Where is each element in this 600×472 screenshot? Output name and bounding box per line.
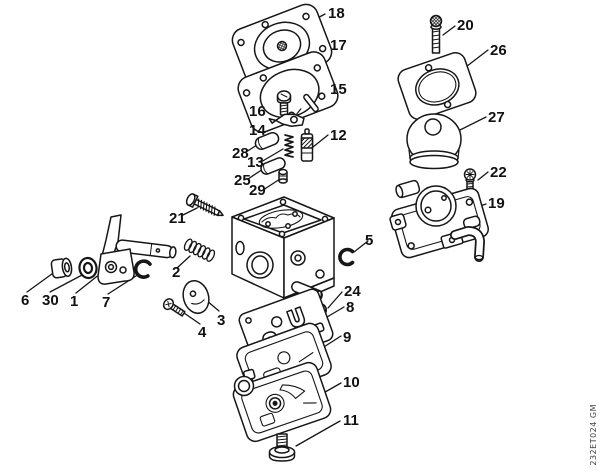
- callout-29: 29: [249, 182, 266, 199]
- callout-25: 25: [234, 172, 251, 189]
- part-10-pump-boss: [233, 368, 256, 397]
- part-2-spring: [183, 238, 216, 262]
- part-19-pump-body: [389, 179, 490, 262]
- part-3-throttle-plate: [182, 280, 210, 314]
- callout-18: 18: [328, 5, 345, 22]
- part-30-washer: [78, 256, 98, 280]
- part-27-primer-bulb: [406, 113, 462, 170]
- part-5-retaining-clip: [338, 247, 355, 267]
- callout-21: 21: [169, 210, 186, 227]
- part-12-valve-piston: [300, 128, 314, 162]
- callout-16: 16: [249, 103, 266, 120]
- part-1-throttle-shaft: [97, 214, 177, 285]
- callout-12: 12: [330, 127, 347, 144]
- part-29-plug-screw: [278, 168, 288, 184]
- callout-2: 2: [172, 264, 181, 281]
- callout-5: 5: [365, 232, 374, 249]
- callout-1: 1: [70, 293, 79, 310]
- part-15-pin: [303, 93, 319, 113]
- part-20-screw: [429, 14, 443, 54]
- callout-28: 28: [232, 145, 249, 162]
- callout-7: 7: [102, 294, 111, 311]
- callout-9: 9: [343, 329, 352, 346]
- callout-13: 13: [247, 154, 264, 171]
- callout-15: 15: [330, 81, 347, 98]
- part-14-metering-lever: [268, 108, 305, 128]
- part-10-pump-cover: [232, 361, 332, 443]
- callout-30: 30: [42, 292, 59, 309]
- part-25-plug: [260, 157, 286, 175]
- part-16-screw: [276, 90, 292, 116]
- drawing-code: 232ET024 GM: [589, 404, 598, 466]
- callout-6: 6: [21, 292, 30, 309]
- part-11-screw: [268, 433, 296, 462]
- callout-26: 26: [490, 42, 507, 59]
- callout-27: 27: [488, 109, 505, 126]
- part-21-adjusting-screw: [185, 193, 224, 217]
- part-carburetor-body: [231, 196, 335, 303]
- part-4-screw: [162, 298, 186, 317]
- callout-11: 11: [343, 412, 359, 429]
- part-26-gasket: [397, 51, 477, 121]
- callout-22: 22: [490, 164, 507, 181]
- callout-3: 3: [217, 312, 226, 329]
- part-6-bushing: [50, 257, 73, 279]
- callout-8: 8: [346, 299, 355, 316]
- callout-10: 10: [343, 374, 360, 391]
- callout-14: 14: [249, 122, 266, 139]
- callout-4: 4: [198, 324, 207, 341]
- part-13-spring: [284, 134, 294, 158]
- callout-17: 17: [330, 37, 347, 54]
- callout-24: 24: [344, 283, 361, 300]
- callout-19: 19: [488, 195, 505, 212]
- part-28-plug: [254, 132, 280, 150]
- callout-20: 20: [457, 17, 474, 34]
- part-7-retaining-clip: [133, 259, 152, 279]
